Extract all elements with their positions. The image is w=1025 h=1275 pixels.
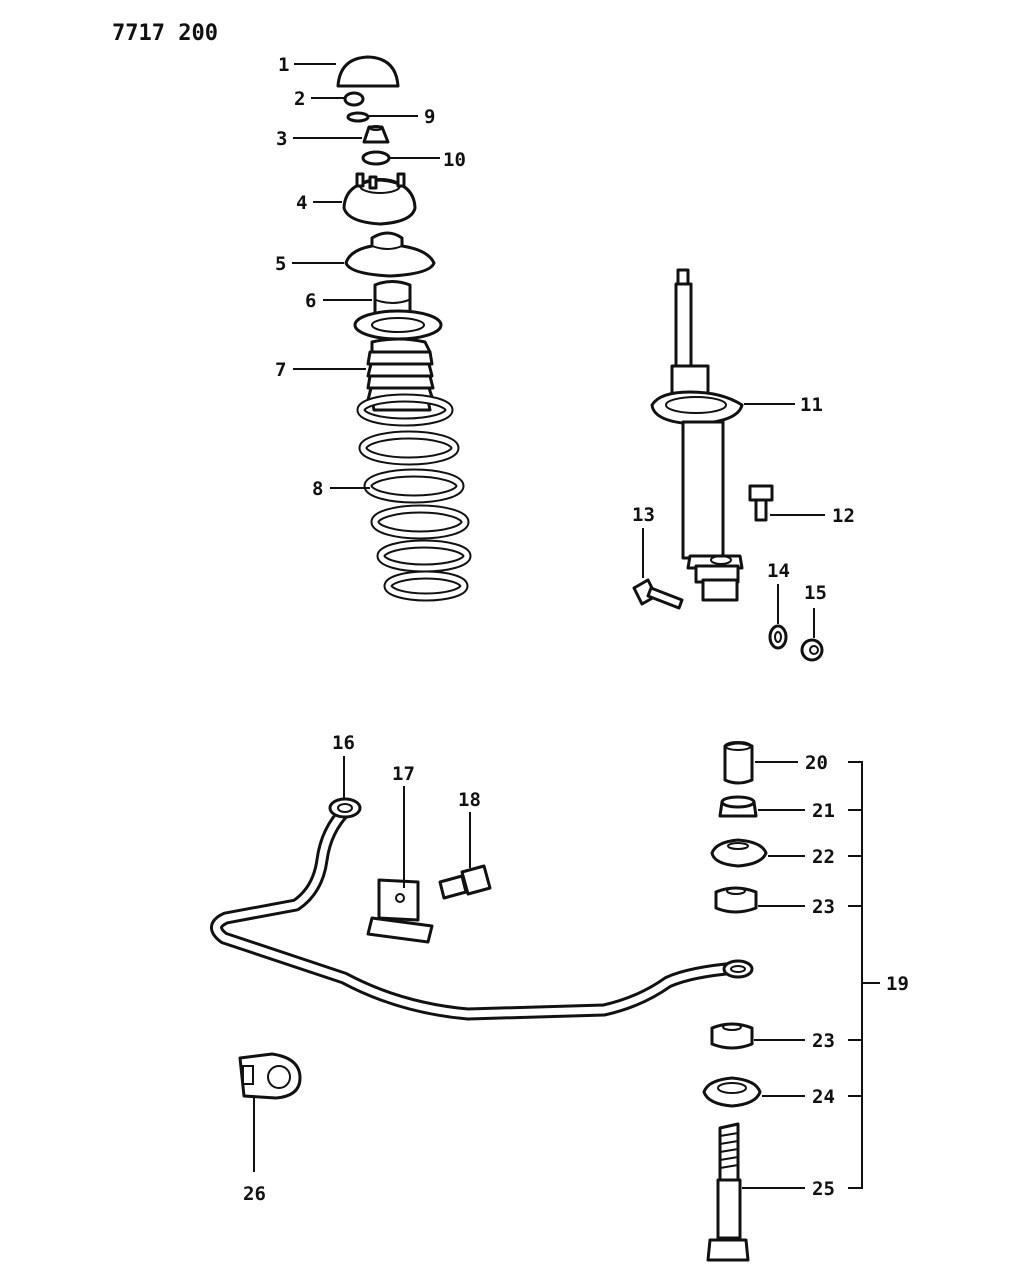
part-stabilizer-bushing xyxy=(238,1052,302,1100)
part-link-nut xyxy=(718,795,758,818)
part-link-bushing-lower xyxy=(710,1022,754,1050)
label-26: 26 xyxy=(243,1183,266,1205)
part-washer-14 xyxy=(768,624,788,650)
label-2: 2 xyxy=(294,88,305,110)
part-link-bushing-upper xyxy=(714,886,758,914)
label-23b: 23 xyxy=(812,1030,835,1052)
group-bracket-19 xyxy=(848,761,880,1189)
label-22: 22 xyxy=(812,846,835,868)
part-bracket xyxy=(366,878,434,944)
label-14: 14 xyxy=(767,560,790,582)
part-link-washer-lower xyxy=(702,1076,762,1108)
label-5: 5 xyxy=(275,253,286,275)
part-bushing xyxy=(362,125,390,144)
label-1: 1 xyxy=(278,54,289,76)
label-17: 17 xyxy=(392,763,415,785)
label-13: 13 xyxy=(632,504,655,526)
label-12: 12 xyxy=(832,505,855,527)
part-strut-mount xyxy=(342,172,417,226)
label-11: 11 xyxy=(800,394,823,416)
part-washer-small xyxy=(346,111,370,123)
label-3: 3 xyxy=(276,128,287,150)
label-18: 18 xyxy=(458,789,481,811)
part-coil-spring xyxy=(356,393,472,602)
part-bolt-18 xyxy=(438,864,492,900)
label-9: 9 xyxy=(424,106,435,128)
label-25: 25 xyxy=(812,1178,835,1200)
label-24: 24 xyxy=(812,1086,835,1108)
part-bolt-small xyxy=(748,484,774,522)
part-bolt-long xyxy=(632,578,684,610)
part-stabilizer-bar xyxy=(210,797,754,1021)
part-spring-seat-upper xyxy=(344,231,436,278)
label-8: 8 xyxy=(312,478,323,500)
label-19: 19 xyxy=(886,973,909,995)
part-link-bolt xyxy=(706,1122,750,1262)
label-4: 4 xyxy=(296,192,307,214)
label-6: 6 xyxy=(305,290,316,312)
part-nut-15 xyxy=(800,638,824,662)
part-collar xyxy=(723,741,754,785)
part-washer xyxy=(361,150,391,166)
label-15: 15 xyxy=(804,582,827,604)
part-dust-cap xyxy=(336,55,400,88)
label-21: 21 xyxy=(812,800,835,822)
diagram-code: 7717 200 xyxy=(112,21,218,46)
part-link-washer-upper xyxy=(710,838,768,868)
part-shock-absorber xyxy=(650,268,744,602)
label-23a: 23 xyxy=(812,896,835,918)
label-10: 10 xyxy=(443,149,466,171)
label-20: 20 xyxy=(805,752,828,774)
label-16: 16 xyxy=(332,732,355,754)
label-7: 7 xyxy=(275,359,286,381)
part-nut xyxy=(343,91,365,107)
